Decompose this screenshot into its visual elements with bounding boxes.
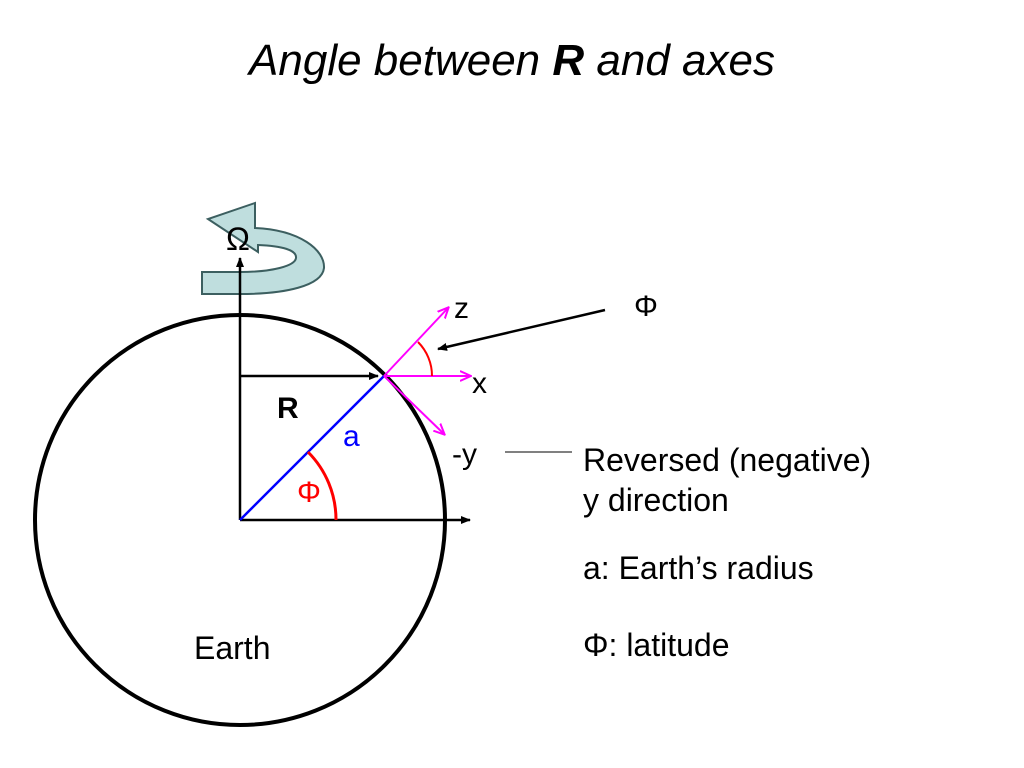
reversed-note-line1: Reversed (negative) — [583, 442, 872, 478]
earth-label: Earth — [194, 630, 270, 666]
z-label: z — [454, 292, 469, 325]
slide-title: Angle between R and axes — [0, 36, 1024, 86]
radius-note: a: Earth’s radius — [583, 550, 814, 586]
r-label: R — [277, 392, 299, 425]
latitude-arc — [306, 450, 338, 521]
radius-line — [239, 375, 385, 521]
title-suffix: and axes — [584, 36, 775, 85]
rotation-arrow-icon — [201, 201, 326, 295]
phi-outer-label: Φ — [634, 290, 658, 323]
z-axis — [383, 308, 448, 377]
phi-inner-label: Φ — [297, 476, 321, 509]
a-label: a — [343, 420, 360, 453]
omega-label: Ω — [226, 221, 250, 257]
reversed-note-line2: y direction — [583, 482, 729, 518]
neg-y-label: -y — [452, 438, 477, 471]
title-prefix: Angle between — [249, 36, 553, 85]
title-bold-r: R — [552, 36, 585, 85]
surface-angle-arc — [417, 341, 434, 377]
phi-pointer-arrow — [437, 308, 606, 351]
reversed-y-note: Reversed (negative) y direction — [583, 440, 871, 520]
latitude-note: Φ: latitude — [583, 627, 730, 663]
x-label: x — [472, 367, 487, 400]
neg-y-axis — [383, 375, 444, 434]
